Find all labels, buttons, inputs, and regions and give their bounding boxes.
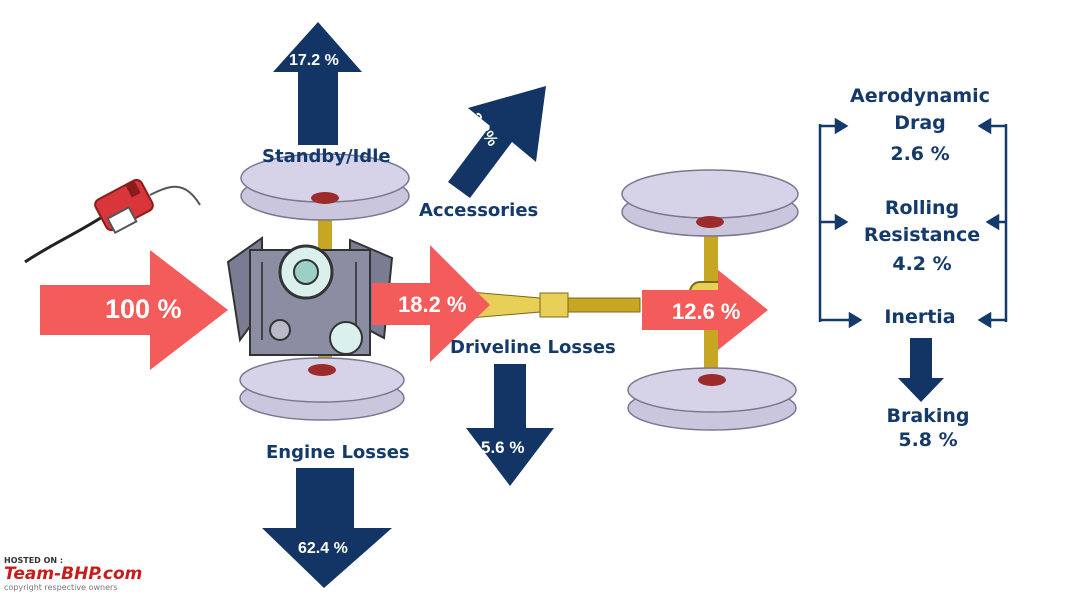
standby-arrow (273, 22, 362, 145)
standby-label: Standby/Idle (262, 146, 391, 167)
hosted-on-text: HOSTED ON : (4, 556, 64, 565)
fuel-nozzle-icon (24, 178, 201, 264)
inertia-label: Inertia (884, 306, 956, 328)
braking-label: Braking 5.8 % (858, 404, 998, 452)
braking-arrow (898, 338, 944, 402)
aero-line2: Drag (894, 112, 946, 134)
driveline-loss-percent-label: 5.6 % (481, 438, 525, 457)
aero-drag-label: Aerodynamic Drag 2.6 % (840, 83, 1000, 168)
engine-output-percent-label: 18.2 % (398, 292, 467, 317)
engine-losses-arrow (262, 468, 392, 588)
driveline-loss-arrow (466, 364, 554, 486)
team-bhp-watermark: HOSTED ON : Team-BHP.com copyright respe… (4, 556, 204, 596)
engine-output-arrow (372, 245, 490, 362)
aero-line1: Aerodynamic (850, 85, 990, 107)
driveshaft (469, 291, 641, 319)
rolling-line1: Rolling (884, 197, 960, 219)
engine-losses-percent-label: 62.4 % (298, 540, 348, 557)
driveline-output-percent-label: 12.6 % (672, 299, 741, 324)
braking-percent: 5.8 % (898, 429, 958, 451)
copyright-text: copyright respective owners (4, 583, 118, 592)
rolling-resistance-label: Rolling Resistance 4.2 % (842, 195, 1002, 278)
standby-percent-label: 17.2 % (289, 52, 339, 69)
wheel-loss-bracket (818, 117, 1008, 329)
driveline-losses-label: Driveline Losses (450, 337, 616, 358)
aero-percent: 2.6 % (890, 143, 950, 165)
front-axle-assembly (239, 153, 410, 421)
accessories-label: Accessories (419, 200, 539, 221)
rolling-percent: 4.2 % (892, 253, 952, 275)
braking-text: Braking (886, 405, 970, 427)
fuel-input-arrow (40, 250, 228, 370)
engine-losses-label: Engine Losses (266, 442, 410, 463)
driveline-output-arrow (642, 270, 768, 350)
engine-icon (226, 236, 394, 356)
rolling-line2: Resistance (863, 224, 981, 246)
fuel-percent-label: 100 % (105, 294, 182, 324)
accessories-arrow (448, 86, 546, 198)
team-bhp-logo: Team-BHP.com (4, 564, 143, 584)
